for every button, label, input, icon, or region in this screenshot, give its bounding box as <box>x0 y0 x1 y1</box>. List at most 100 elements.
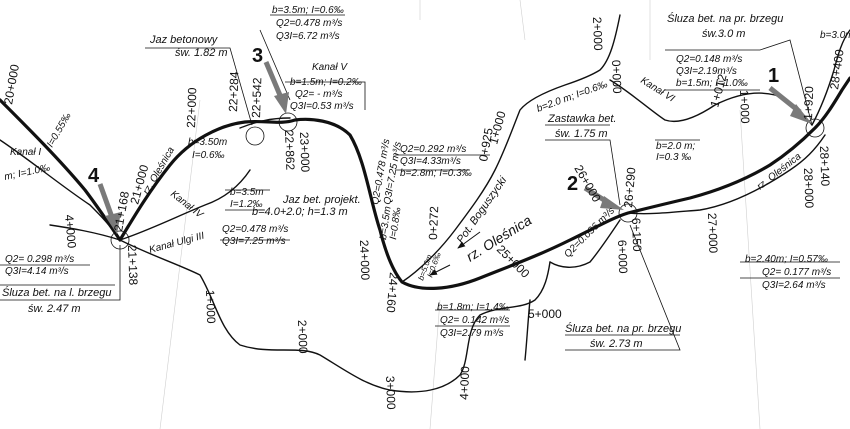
label-pg-q3: Q3I=4.33m³/s <box>400 156 461 167</box>
marker-arrow-4 <box>97 183 116 221</box>
chainage-4000-low: 4+000 <box>457 366 472 400</box>
label-b35-mid: b=3.5m <box>230 187 264 198</box>
label-kvi-q3: Q3I=2.19m³/s <box>676 66 737 77</box>
chainage-24000: 24+000 <box>357 240 372 281</box>
label-q2-0478: Q2=0.478 m³/s <box>276 18 342 29</box>
label-b20-i06: b=2.0 m; I=0.6‰ <box>535 79 609 115</box>
chainage-28400: 28+400 <box>827 48 847 90</box>
structure-circle-22862 <box>278 112 298 132</box>
label-b35-vert: b=3.5m <box>378 206 394 241</box>
label-sw-182: św. 1.82 m <box>175 47 228 59</box>
chainage-23000: 23+000 <box>297 132 312 173</box>
label-q2-0177: Q2= 0.177 m³/s <box>762 267 831 278</box>
chainage-21138: 21+138 <box>125 245 140 286</box>
marker-3: 3 <box>252 45 263 67</box>
canal-left-branch <box>49 224 121 241</box>
label-q3-725: Q3I=7.25 m³/s <box>222 236 286 247</box>
label-i06-left: I=0.6‰ <box>192 150 225 161</box>
label-q3-279: Q3I=2.79 m³/s <box>440 328 504 339</box>
label-b30: b=3.0m <box>820 30 850 41</box>
label-pg-q2: Q2=0.292 m³/s <box>400 144 466 155</box>
chainage-22000: 22+000 <box>184 87 199 128</box>
chainage-27000: 27+000 <box>705 213 720 254</box>
label-kv-q2: Q2= - m³/s <box>295 89 343 100</box>
structure-circle-26290 <box>618 203 638 223</box>
chainage-0000: 0+000 <box>609 60 624 94</box>
label-b35-left: b=3.50m <box>188 137 227 148</box>
label-sluza-pr-bottom: Śluza bet. na pr. brzegu <box>565 322 681 335</box>
marker-arrows <box>97 61 812 234</box>
label-q3-672: Q3I=6.72 m³/s <box>276 31 340 42</box>
label-sw-30: św.3.0 m <box>702 28 745 40</box>
canal-28000 <box>627 134 826 215</box>
label-ki-i055: I=0.55‰ <box>45 111 74 149</box>
canal-v <box>239 117 291 129</box>
label-q3-264: Q3I=2.64 m³/s <box>762 280 826 291</box>
structure-circles <box>110 112 825 250</box>
canal-iv <box>119 169 251 241</box>
chainage-28000: 28+000 <box>801 168 816 209</box>
canal-right-top <box>811 29 850 126</box>
chainage-2000-low: 2+000 <box>295 320 310 354</box>
label-kv-b15: b=1.5m; I=0.2‰ <box>290 77 362 88</box>
label-sluza-l-brzeg: Śluza bet. na l. brzegu <box>2 286 111 299</box>
structure-circle-1920 <box>805 118 825 138</box>
chainage-21168: 21+168 <box>111 190 132 233</box>
label-kanal-i: Kanał I <box>10 147 41 158</box>
canal-5000 <box>524 299 531 361</box>
label-kanal-v: Kanał V <box>312 62 348 73</box>
chainage-4000-left: 4+000 <box>62 214 79 249</box>
chainage-22862: 22+862 <box>282 130 297 171</box>
marker-arrow-3 <box>263 61 285 101</box>
label-kvi-i03: I=0.3 ‰ <box>656 152 691 163</box>
label-i08-vert: I=0.8‰ <box>388 207 403 241</box>
label-q3-414: Q3I=4.14 m³/s <box>5 266 69 277</box>
chainage-1000-low: 1+000 <box>203 290 218 324</box>
label-pg-b28: b=2.8m; I=0.3‰ <box>400 168 472 179</box>
river-olesnica-main <box>0 76 850 290</box>
chainage-2000-top: 2+000 <box>590 17 605 51</box>
label-q2-0036: Q2=0.036 m³/s <box>562 205 617 260</box>
marker-4: 4 <box>88 165 100 187</box>
chainage-26290: 26+290 <box>621 166 638 208</box>
label-q2-0478b: Q2=0.478 m³/s <box>222 224 288 235</box>
stream-boguszycki <box>401 14 621 283</box>
label-jaz-projekt: Jaz bet. projekt. <box>282 194 361 206</box>
label-kanal-ulgi: Kanał Ulgi III <box>148 231 206 256</box>
label-sw-247: św. 2.47 m <box>28 303 81 315</box>
chainage-6000: 6+000 <box>615 240 630 274</box>
label-jaz-projekt-b: b=4.0+2.0; h=1.3 m <box>252 206 348 218</box>
chainage-0925: 0+925 <box>476 127 496 163</box>
label-sluza-pr-top: Śluza bet. na pr. brzegu <box>667 12 783 25</box>
label-b35-i06: b=3.5m; I=0.6‰ <box>272 5 344 16</box>
label-kv-q3: Q3I=0.53 m³/s <box>290 101 354 112</box>
chainage-1920: 1+920 <box>801 86 816 120</box>
chainage-6150: 6+150 <box>629 218 644 252</box>
chainage-5000: 5+000 <box>528 307 562 321</box>
label-sw-273: św. 2.73 m <box>590 338 643 350</box>
chainage-20000: 20+000 <box>1 63 22 106</box>
label-b240: b=2.40m; I=0.57‰ <box>745 254 828 265</box>
chainage-0272: 0+272 <box>426 206 441 240</box>
canal-ulgi-iii <box>119 239 551 393</box>
chainage-3000-low: 3+000 <box>383 376 398 410</box>
label-ki-i10: m; I=1.0‰ <box>3 163 51 183</box>
chainage-25000: 25+000 <box>494 242 533 281</box>
label-jaz-betonowy: Jaz betonowy <box>149 34 219 46</box>
label-q2-0142: Q2= 0.142 m³/s <box>440 315 509 326</box>
chainage-22284: 22+284 <box>226 71 241 112</box>
label-zastawka: Zastawka bet. <box>547 113 616 125</box>
chainage-28140: 28+140 <box>817 146 832 187</box>
label-kvi-q2: Q2=0.148 m³/s <box>676 54 742 65</box>
structure-circle-21168 <box>110 230 130 250</box>
canal-lower-right <box>549 219 621 268</box>
structure-circle-22542 <box>245 126 265 146</box>
leader-lines <box>0 14 840 351</box>
chainage-22542: 22+542 <box>249 77 264 118</box>
label-sw-175: św. 1.75 m <box>555 128 608 140</box>
label-kvi-b15: b=1.5m; I=1.0‰ <box>676 78 748 89</box>
chainage-1000-right: 1+000 <box>737 90 752 124</box>
label-kanal-iv: Kanał IV <box>168 189 206 222</box>
